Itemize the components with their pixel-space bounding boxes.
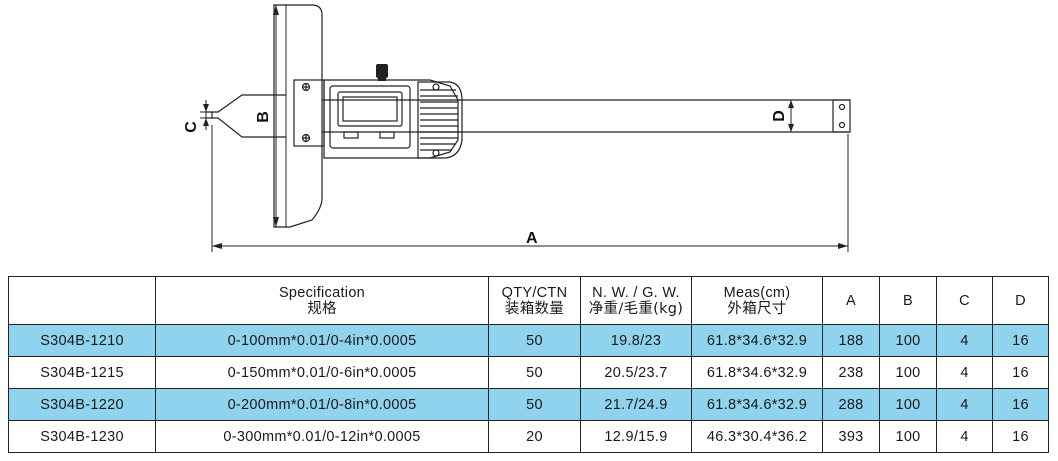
cell-weight: 19.8/23 — [580, 324, 692, 357]
table-header-row: Specification 规格 QTY/CTN 装箱数量 N. W. / G.… — [8, 276, 1049, 325]
base-head — [273, 4, 323, 228]
cell-a: 188 — [822, 324, 880, 357]
cell-model: S304B-1210 — [8, 324, 156, 357]
header-a: A — [822, 276, 880, 325]
cell-weight: 12.9/15.9 — [580, 420, 692, 453]
cell-meas: 61.8*34.6*32.9 — [691, 324, 823, 357]
header-spec-cn: 规格 — [307, 300, 337, 317]
header-meas-cn: 外箱尺寸 — [727, 300, 787, 317]
table-row: S304B-1210 0-100mm*0.01/0-4in*0.0005 50 … — [8, 324, 1049, 357]
header-weight: N. W. / G. W. 净重/毛重(kg) — [580, 276, 692, 325]
header-qty-cn: 装箱数量 — [504, 300, 565, 317]
header-qty-en: QTY/CTN — [501, 284, 568, 301]
lock-screw — [376, 64, 388, 78]
table-row: S304B-1220 0-200mm*0.01/0-8in*0.0005 50 … — [8, 388, 1049, 421]
cell-meas: 61.8*34.6*32.9 — [691, 356, 823, 389]
cell-model: S304B-1215 — [8, 356, 156, 389]
dim-d-label: D — [771, 110, 788, 122]
cell-weight: 20.5/23.7 — [580, 356, 692, 389]
cell-c: 4 — [936, 420, 993, 453]
lcd-screen-frame — [329, 85, 411, 149]
header-qty: QTY/CTN 装箱数量 — [488, 276, 581, 325]
cell-d: 16 — [992, 356, 1049, 389]
lcd-button-right — [379, 131, 395, 139]
cell-c: 4 — [936, 356, 993, 389]
header-b: B — [879, 276, 937, 325]
header-meas-en: Meas(cm) — [723, 284, 791, 301]
dim-c-label: C — [183, 121, 200, 133]
caliper-svg: A B C D — [183, 4, 851, 252]
cell-weight: 21.7/24.9 — [580, 388, 692, 421]
cell-model: S304B-1230 — [8, 420, 156, 453]
cell-model: S304B-1220 — [8, 388, 156, 421]
cell-d: 16 — [992, 324, 1049, 357]
cell-qty: 50 — [488, 356, 581, 389]
cell-qty: 50 — [488, 388, 581, 421]
cell-a: 288 — [822, 388, 880, 421]
cell-c: 4 — [936, 324, 993, 357]
cell-spec: 0-150mm*0.01/0-6in*0.0005 — [155, 356, 489, 389]
header-spec: Specification 规格 — [155, 276, 489, 325]
beam-end — [832, 99, 851, 133]
header-weight-cn: 净重/毛重(kg) — [588, 300, 684, 317]
header-meas: Meas(cm) 外箱尺寸 — [691, 276, 823, 325]
lcd-button-left — [343, 131, 359, 139]
cell-meas: 61.8*34.6*32.9 — [691, 388, 823, 421]
cell-spec: 0-100mm*0.01/0-4in*0.0005 — [155, 324, 489, 357]
table-row: S304B-1215 0-150mm*0.01/0-6in*0.0005 50 … — [8, 356, 1049, 389]
cell-meas: 46.3*30.4*36.2 — [691, 420, 823, 453]
grip — [417, 81, 463, 159]
cell-d: 16 — [992, 420, 1049, 453]
cell-a: 238 — [822, 356, 880, 389]
table-row: S304B-1230 0-300mm*0.01/0-12in*0.0005 20… — [8, 420, 1049, 453]
caliper-drawing: A B C D — [183, 4, 851, 252]
cell-b: 100 — [879, 420, 937, 453]
cell-c: 4 — [936, 388, 993, 421]
cell-qty: 50 — [488, 324, 581, 357]
header-spec-en: Specification — [278, 284, 366, 301]
dim-b-label: B — [255, 111, 272, 123]
cell-spec: 0-200mm*0.01/0-8in*0.0005 — [155, 388, 489, 421]
cell-b: 100 — [879, 324, 937, 357]
lcd-screen — [337, 91, 403, 127]
cell-d: 16 — [992, 388, 1049, 421]
cell-b: 100 — [879, 388, 937, 421]
header-c: C — [936, 276, 993, 325]
cell-spec: 0-300mm*0.01/0-12in*0.0005 — [155, 420, 489, 453]
spec-table: Specification 规格 QTY/CTN 装箱数量 N. W. / G.… — [8, 276, 1049, 453]
header-d: D — [992, 276, 1049, 325]
dim-a-label: A — [526, 230, 538, 247]
header-model — [8, 276, 156, 325]
cell-qty: 20 — [488, 420, 581, 453]
cell-b: 100 — [879, 356, 937, 389]
cell-a: 393 — [822, 420, 880, 453]
header-weight-en: N. W. / G. W. — [592, 284, 680, 301]
